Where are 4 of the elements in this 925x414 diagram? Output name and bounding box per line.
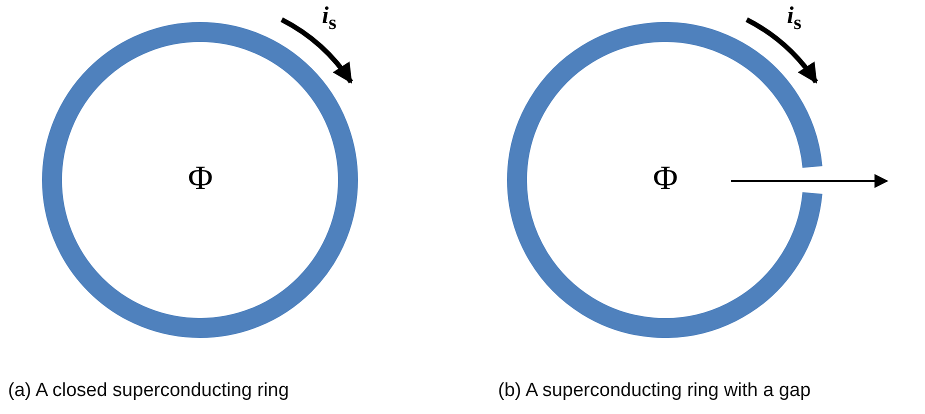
flux-symbol: Φ (188, 162, 213, 196)
node-label: (a) A closed superconducting ring (8, 380, 289, 402)
flux-symbol: Φ (653, 162, 678, 196)
node-label: (b) A superconducting ring with a gap (498, 380, 811, 402)
